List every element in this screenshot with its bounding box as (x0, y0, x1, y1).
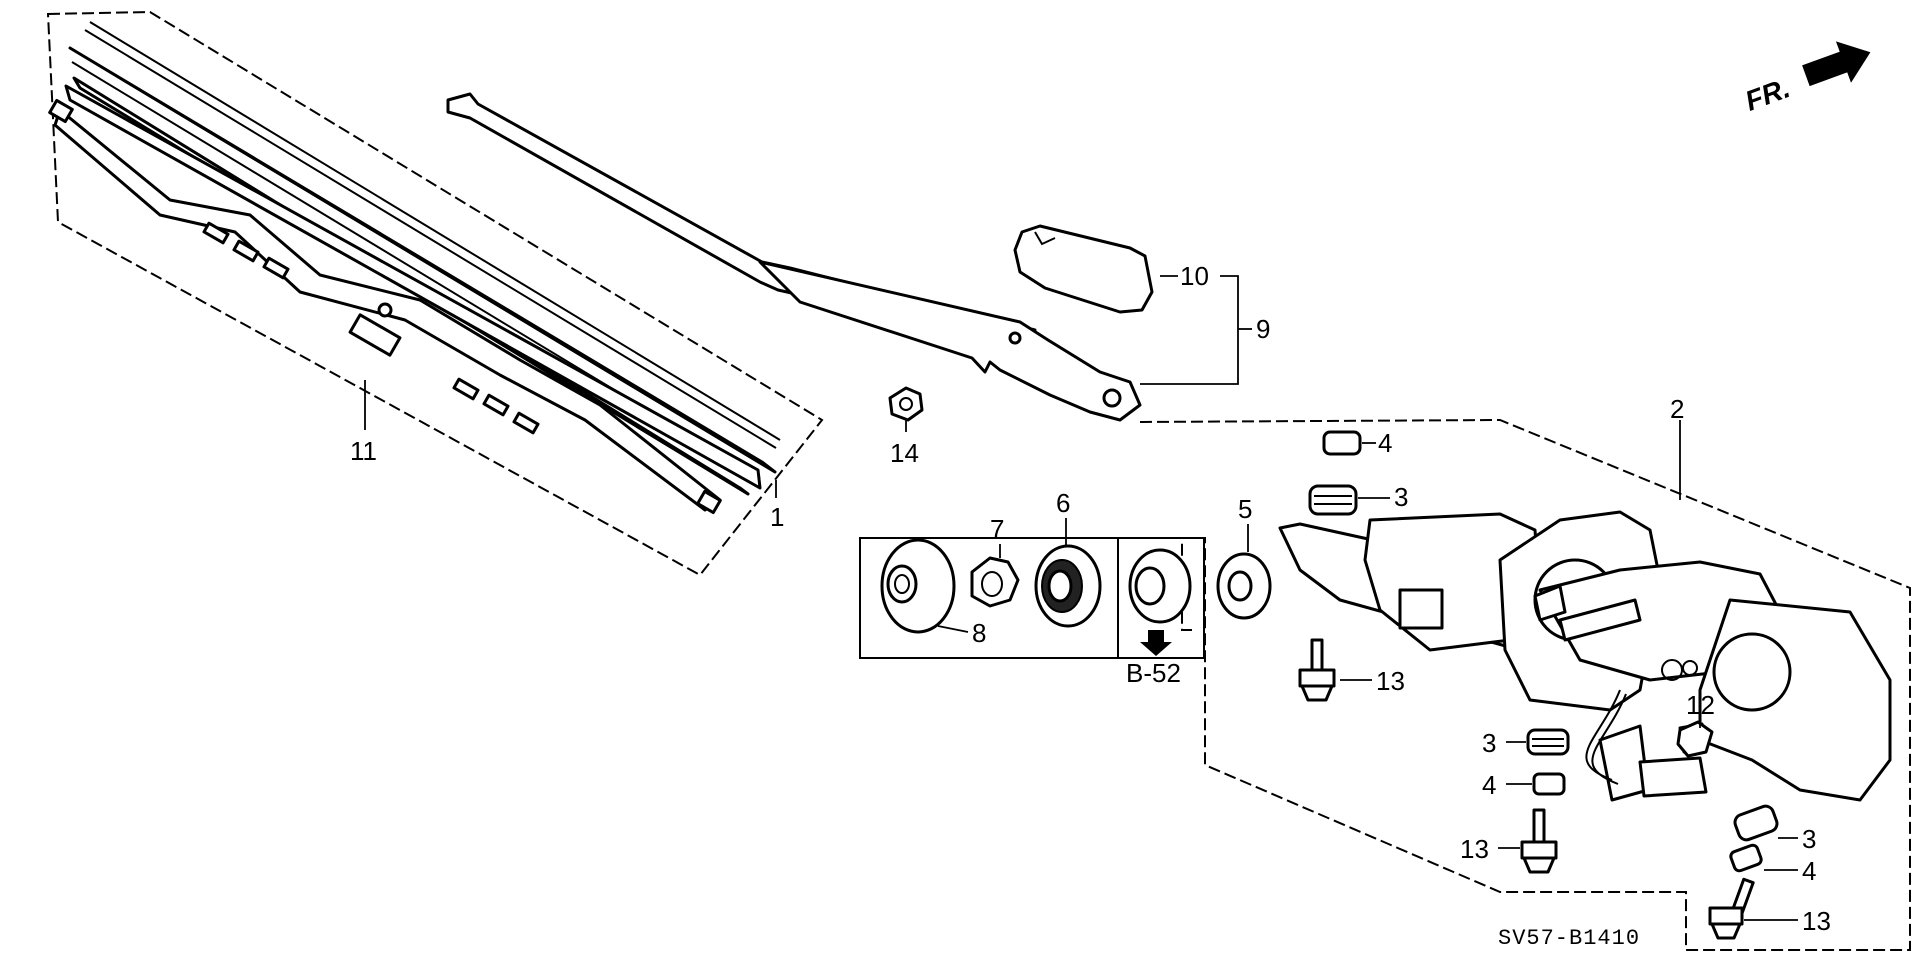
collar-4-top (1322, 430, 1362, 456)
direction-label: FR. (1741, 72, 1794, 117)
leader-10-9 (1140, 275, 1239, 385)
callout-2: 2 (1670, 394, 1684, 424)
callout-3-left: 3 (1482, 728, 1496, 758)
callout-13-lower: 13 (1802, 906, 1831, 936)
clip-part-12 (1676, 720, 1714, 758)
rubber-mount-3-top (1308, 484, 1358, 516)
callout-5: 5 (1238, 494, 1252, 524)
down-arrow-icon (1140, 630, 1172, 656)
callout-13-upper: 13 (1376, 666, 1405, 696)
callout-4-top: 4 (1378, 428, 1392, 458)
motor-group-outline (1139, 418, 1911, 951)
rubber-mount-3-left (1526, 728, 1570, 756)
nut-part-7 (970, 556, 1020, 608)
callout-11: 11 (350, 436, 377, 466)
arm-nut (888, 386, 924, 422)
callout-12: 12 (1686, 690, 1715, 720)
bolt-13-middle (1520, 808, 1558, 874)
front-direction-marker: FR. (1741, 41, 1871, 117)
seal-part-6 (1034, 544, 1102, 628)
blade-group-outline (46, 10, 824, 577)
figure-code: SV57-B1410 (1498, 926, 1640, 951)
callout-7: 7 (990, 514, 1004, 544)
cap-part-8 (880, 538, 956, 634)
callout-9: 9 (1256, 314, 1270, 344)
callout-14: 14 (890, 438, 919, 468)
wiper-blade-assembly (48, 21, 781, 515)
front-arrow-icon (1802, 41, 1871, 87)
bolt-13-upper (1298, 638, 1336, 702)
collar-4-right (1729, 843, 1763, 873)
callout-8: 8 (972, 618, 986, 648)
leader-8 (937, 625, 969, 633)
callout-4-left: 4 (1482, 770, 1496, 800)
reference-label: B-52 (1126, 658, 1181, 688)
callout-3-top: 3 (1394, 482, 1408, 512)
collar-4-left (1532, 772, 1566, 796)
arm-cap (1013, 224, 1154, 314)
bolt-13-lower (1708, 877, 1755, 940)
blade-rubber-refill (64, 84, 762, 490)
washer-part-5 (1216, 552, 1272, 620)
callout-13-middle: 13 (1460, 834, 1489, 864)
callout-3-right: 3 (1802, 824, 1816, 854)
callout-6: 6 (1056, 488, 1070, 518)
callout-10: 10 (1180, 261, 1209, 291)
wiper-motor-assembly (1278, 510, 1892, 802)
grommet-part (1128, 548, 1192, 624)
callout-1: 1 (770, 502, 784, 532)
reference-box (1117, 537, 1205, 659)
wiper-arm (446, 92, 1142, 422)
callout-4-right: 4 (1802, 856, 1816, 886)
rubber-mount-3-right (1733, 804, 1779, 842)
